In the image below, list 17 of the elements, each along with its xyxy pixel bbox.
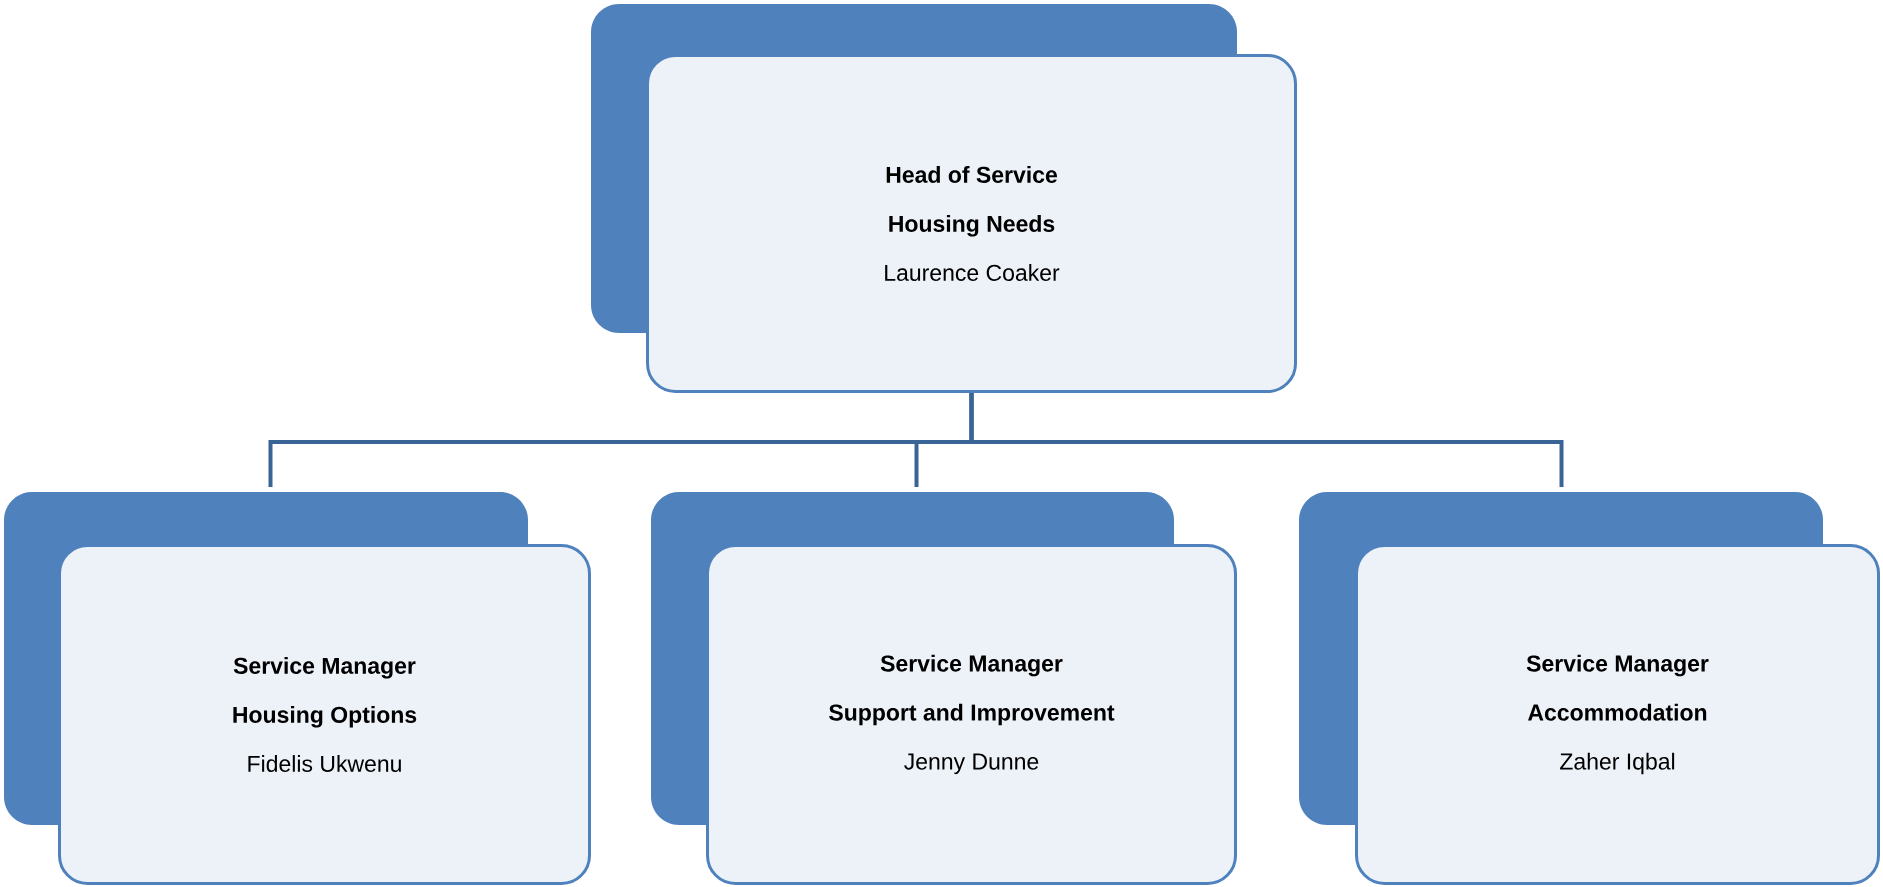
connector-line xyxy=(969,393,1564,487)
role-title: Housing Options xyxy=(233,706,417,728)
role-title: Service Manager xyxy=(880,654,1063,677)
person-name: Laurence Coaker xyxy=(885,264,1060,281)
person-name: Jenny Dunne xyxy=(904,753,1039,775)
org-box xyxy=(706,544,1237,885)
role-title: Service Manager xyxy=(1526,654,1709,677)
role-title: Service Manager xyxy=(233,657,416,679)
org-box xyxy=(646,54,1297,393)
role-title: Housing Needs xyxy=(889,215,1055,237)
role-title: Head of Service xyxy=(886,166,1057,183)
role-title: Support and Improvement xyxy=(829,703,1115,726)
person-name: Fidelis Ukwenu xyxy=(248,755,401,772)
role-title: Accommodation xyxy=(1528,703,1707,721)
person-name: Zaher Iqbal xyxy=(1560,752,1675,775)
org-box xyxy=(58,544,591,885)
org-box xyxy=(1355,544,1880,885)
